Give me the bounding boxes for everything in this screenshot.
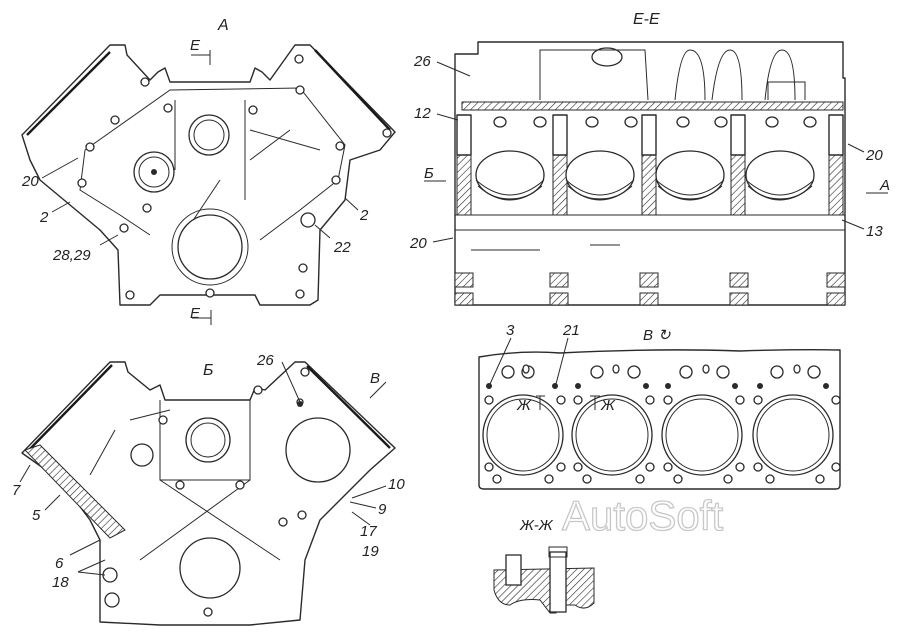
rear-block-outline [21, 361, 396, 626]
section-view: Е-Е [409, 11, 890, 306]
direction-mark-a: А [879, 177, 890, 194]
front-ribs [79, 87, 346, 241]
rotation-symbol: ↻ [658, 327, 671, 344]
callout-2-left: 2 [39, 209, 49, 226]
callout-21: 21 [562, 322, 580, 339]
section-arrow-zh-right [590, 395, 600, 410]
section-mark-zh-right: Ж [600, 397, 616, 414]
callout-2-right: 2 [359, 207, 369, 224]
section-arrow-top [191, 50, 211, 65]
filler-neck [591, 47, 623, 67]
ports [493, 116, 817, 128]
callout-19: 19 [362, 543, 379, 560]
callout-5: 5 [32, 507, 41, 524]
front-view: А Е 20 2 [21, 17, 396, 325]
section-arrow-zh-left [536, 395, 545, 410]
detail-view: Ж-Ж [493, 517, 595, 614]
cam-bore-rear [185, 417, 231, 463]
callout-22: 22 [333, 239, 351, 256]
callout-28-29: 28,29 [52, 247, 91, 264]
gasket-section [24, 444, 126, 539]
direction-mark-v: В [370, 370, 380, 387]
crank-bore-rear [179, 537, 241, 599]
rear-ribs [89, 400, 281, 561]
rear-view-label: Б [203, 362, 213, 379]
callout-20-left: 20 [409, 235, 427, 252]
callout-7: 7 [12, 482, 21, 499]
rear-bolt-holes [102, 367, 310, 617]
callout-17: 17 [360, 523, 377, 540]
callout-10: 10 [388, 476, 405, 493]
direction-mark-b: Б [424, 165, 434, 182]
upper-ribs [539, 49, 806, 101]
lower-lines [455, 214, 845, 251]
callout-9: 9 [378, 501, 387, 518]
direction-arrow-v [369, 381, 387, 399]
callout-18: 18 [52, 574, 69, 591]
section-mark-e-top: Е [190, 37, 201, 54]
section-view-label: Е-Е [633, 11, 660, 28]
pistons [475, 150, 815, 201]
callout-13: 13 [866, 223, 883, 240]
deck-section [461, 101, 844, 111]
crank-bore [177, 214, 243, 280]
callout-26-rear: 26 [256, 352, 274, 369]
deck-view-label: В [643, 327, 653, 344]
callout-20: 20 [21, 173, 39, 190]
oil-port [130, 443, 154, 467]
section-mark-e-bottom: Е [190, 305, 201, 322]
right-deck-edge [314, 49, 391, 131]
left-deck-edge [26, 51, 111, 136]
deck-view: В ↻ [478, 322, 841, 490]
rear-view: Б В 26 7 5 6 18 10 9 1 [12, 352, 405, 626]
callout-12: 12 [414, 105, 431, 122]
detail-dowel [505, 554, 522, 586]
cylinder-bores [482, 394, 834, 476]
front-bolt-holes [77, 54, 392, 300]
detail-view-label: Ж-Ж [519, 517, 554, 534]
right-deck-edge-rear [306, 365, 391, 449]
section-arrow-bottom [192, 310, 212, 325]
callout-26: 26 [413, 53, 431, 70]
detail-sleeve [549, 551, 567, 613]
watermark: AutoSoft [562, 492, 723, 539]
main-bearing-sections [454, 272, 846, 306]
cam-bore [188, 114, 230, 156]
flywheel-bore [285, 417, 351, 483]
callout-6: 6 [55, 555, 64, 572]
cylinder-liners [456, 114, 844, 216]
section-outline [454, 41, 846, 306]
section-mark-zh-left: Ж [516, 397, 532, 414]
callout-3: 3 [506, 322, 515, 339]
front-block-outline [21, 44, 396, 306]
deck-holes [484, 364, 841, 484]
front-view-label: А [217, 17, 229, 34]
left-deck-edge-rear [26, 364, 113, 453]
deck-outline [478, 348, 841, 490]
callout-20-right: 20 [865, 147, 883, 164]
